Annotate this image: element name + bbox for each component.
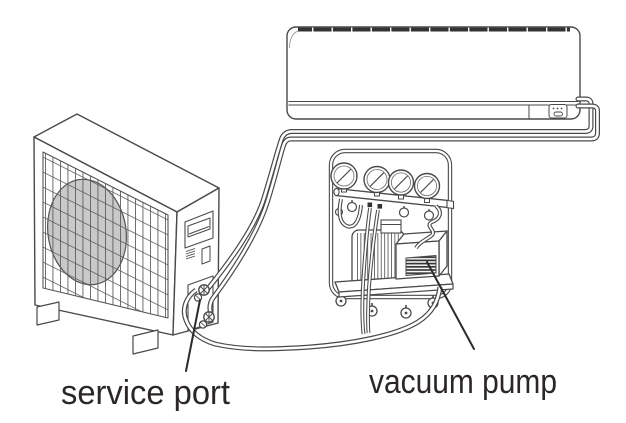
indicator-dot	[560, 107, 563, 110]
manifold-gauges	[330, 162, 441, 203]
vacuum-pump-leader-line	[426, 261, 475, 350]
fan-grille-border	[42, 151, 169, 319]
outdoor-unit-foot-front	[132, 329, 159, 355]
pump-vent-hatch	[405, 255, 437, 276]
side-vent-slits	[185, 248, 196, 260]
outdoor-unit	[33, 113, 220, 355]
indoor-unit-vent-band	[298, 27, 570, 32]
pump-head	[395, 230, 448, 280]
indoor-unit-body	[286, 26, 581, 120]
gauge-3	[387, 169, 415, 200]
manifold-u-hose	[337, 198, 363, 229]
gauge-4	[413, 172, 441, 203]
valve-knob	[398, 207, 410, 218]
gauge-needle	[336, 168, 352, 184]
valve-knob	[346, 201, 358, 213]
gauge-needle	[394, 175, 408, 190]
indicator-panel	[548, 104, 568, 119]
valve-knob	[423, 210, 435, 221]
gauge-2	[363, 165, 391, 197]
manifold-valve-knobs	[346, 200, 435, 221]
gauge-1	[330, 162, 358, 193]
hose-nut	[377, 204, 383, 209]
gauge-needle	[420, 179, 434, 193]
outdoor-unit-foot-left	[36, 301, 60, 326]
gauge-needle	[369, 172, 385, 187]
pump-inlet-hose	[414, 204, 442, 250]
service-valve-lower	[198, 311, 215, 329]
side-switch	[201, 245, 211, 265]
indicator-dot	[556, 107, 559, 110]
indicator-receiver	[553, 111, 563, 117]
manifold-bar	[333, 187, 455, 217]
service-port-label: service port	[61, 374, 231, 412]
hose-nut	[367, 202, 373, 208]
indoor-unit-bottom-seams	[288, 101, 579, 106]
vacuum-pump-label: vacuum pump	[369, 363, 557, 401]
vacuum-pump-assembly	[328, 148, 455, 335]
motor-terminal-box	[380, 219, 402, 234]
indoor-unit	[286, 26, 581, 120]
terminal-cover-lip	[188, 226, 210, 235]
indicator-dot	[552, 107, 555, 110]
service-hose	[181, 286, 443, 352]
service-port-leader-line	[185, 299, 201, 372]
manifold-center-hoses	[360, 207, 380, 335]
refrigerant-pipes	[206, 96, 600, 318]
